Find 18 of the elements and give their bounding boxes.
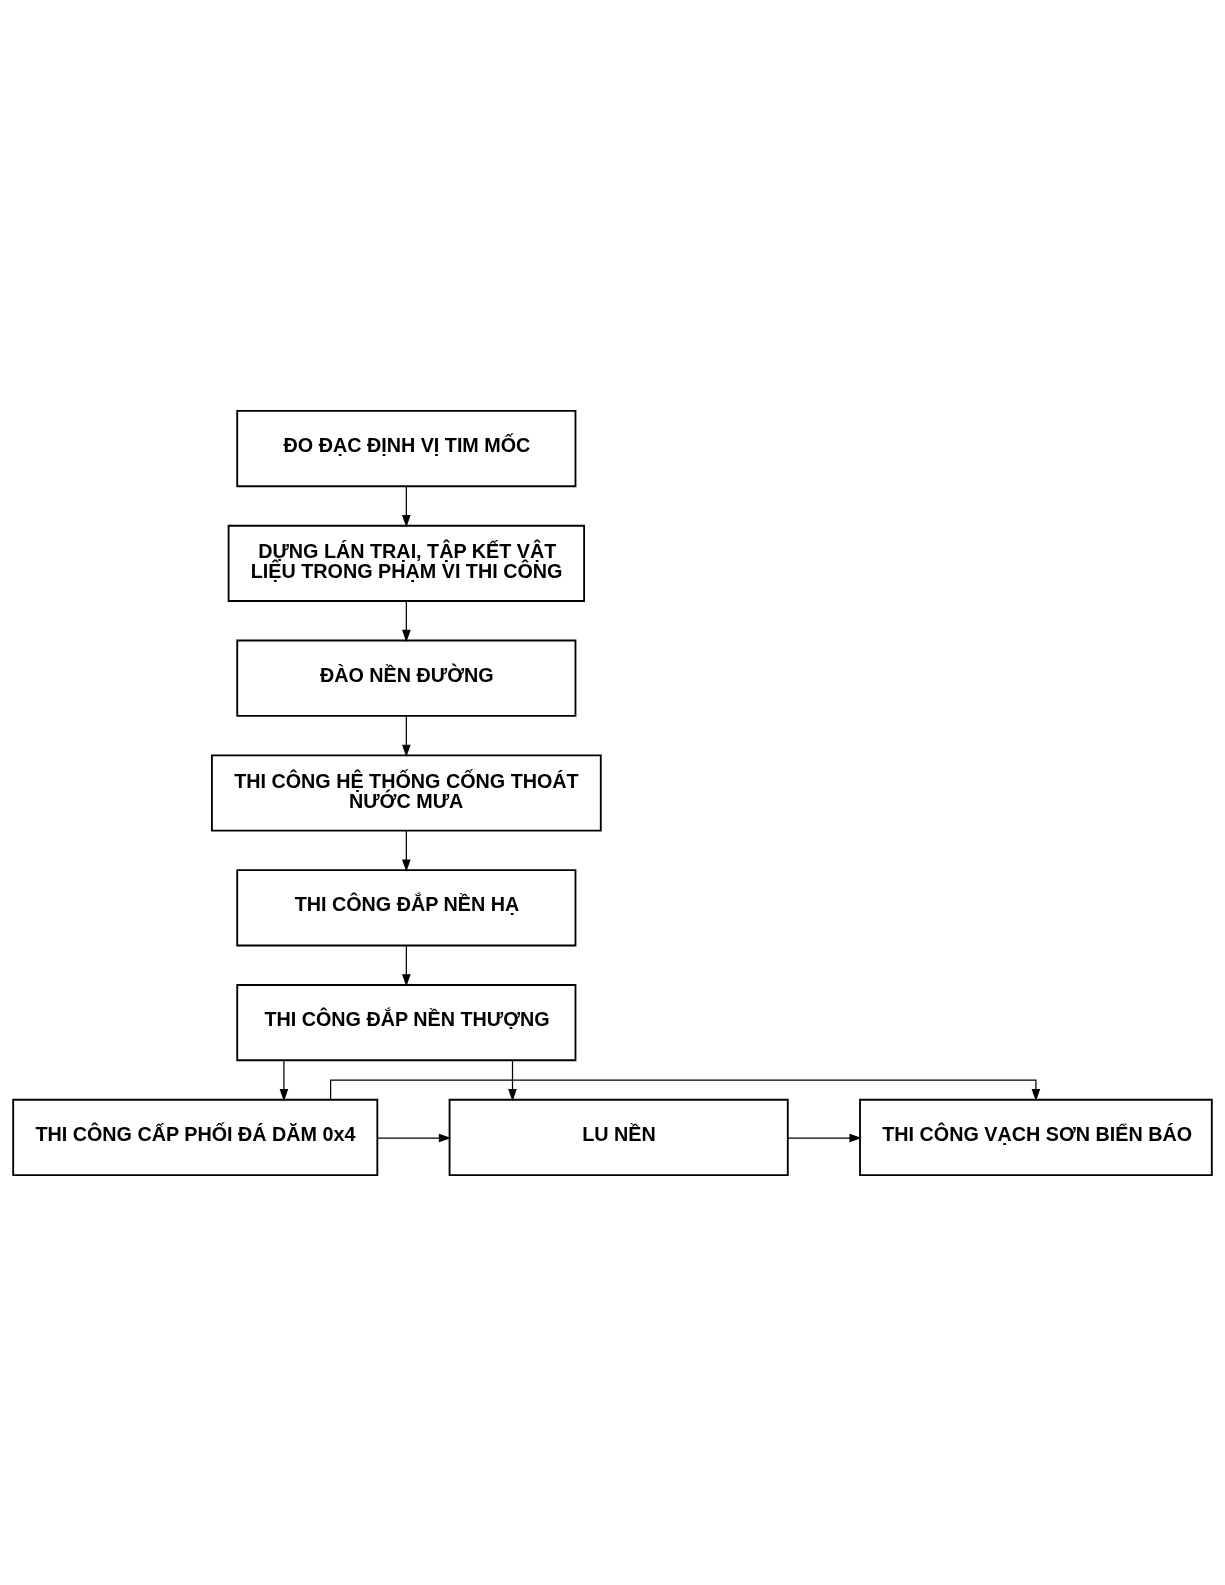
node-box: THI CÔNG HỆ THỐNG CỐNG THOÁT NƯỚC MƯA (211, 753, 602, 832)
node-box: ĐÀO NỀN ĐƯỜNG (236, 639, 577, 717)
node-box: THI CÔNG ĐẮP NỀN HẠ (236, 868, 577, 946)
arrow (402, 715, 411, 757)
arrow (787, 1133, 862, 1142)
node-box: THI CÔNG VẠCH SƠN BIỂN BÁO (859, 1098, 1213, 1176)
arrow (402, 600, 411, 642)
node-box: THI CÔNG CẤP PHỐI ĐÁ DĂM 0x4 (12, 1098, 379, 1176)
node-box: LU NỀN (448, 1098, 789, 1176)
arrow (508, 1059, 517, 1101)
node-box: THI CÔNG ĐẮP NỀN THƯỢNG (236, 983, 577, 1061)
arrow (377, 1133, 452, 1142)
node-box: DỰNG LÁN TRẠI, TẬP KẾT VẬT LIỆU TRONG PHẠM VI THI CÔNG (227, 524, 586, 602)
arrow (279, 1059, 289, 1101)
node-box: ĐO ĐẠC ĐỊNH VỊ TIM MỐC (236, 409, 577, 487)
arrow (402, 829, 411, 872)
arrow (402, 485, 411, 527)
arrow (402, 944, 411, 987)
